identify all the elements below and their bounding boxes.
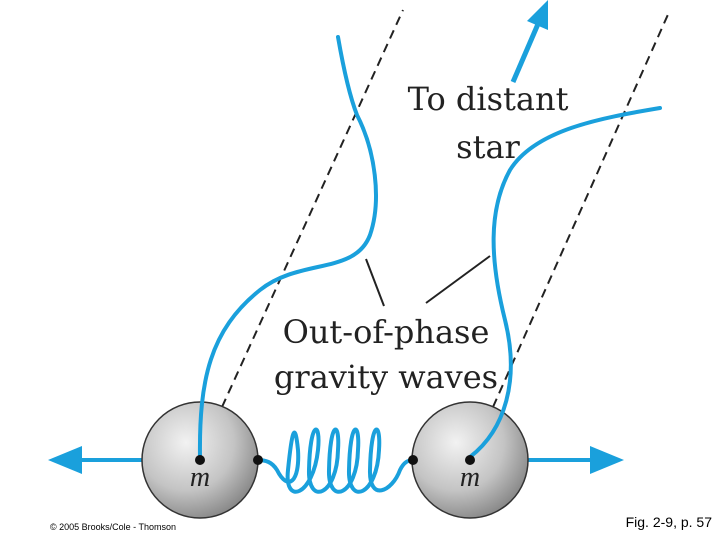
mass-label-left: m [190,462,210,493]
gravity-wave-right [468,106,662,459]
copyright-caption: © 2005 Brooks/Cole - Thomson [50,522,177,532]
label-waves-line2: gravity waves [274,358,498,396]
mass-center-dot-left [195,455,205,465]
mass-center-dot-right [465,455,475,465]
spring-attach-dot-right [408,455,418,465]
arrow-left-head [48,446,82,474]
gravity-wave-left [197,35,378,459]
label-distant-star-line2: star [456,128,520,166]
pointer-line-left [365,258,385,307]
label-distant-star-line1: To distant [408,80,569,118]
spring-attach-dot-left [253,455,263,465]
figure-reference: Fig. 2-9, p. 57 [625,514,712,530]
arrow-right-head [590,446,624,474]
dashed-line-right [492,9,671,408]
star-arrow-head [527,0,548,30]
mass-label-right: m [460,462,480,493]
dashed-line-left [221,9,404,408]
star-arrow-shaft [510,23,541,83]
spring-coil [256,427,415,494]
label-waves-line1: Out-of-phase [283,313,490,351]
pointer-line-right [425,255,491,304]
